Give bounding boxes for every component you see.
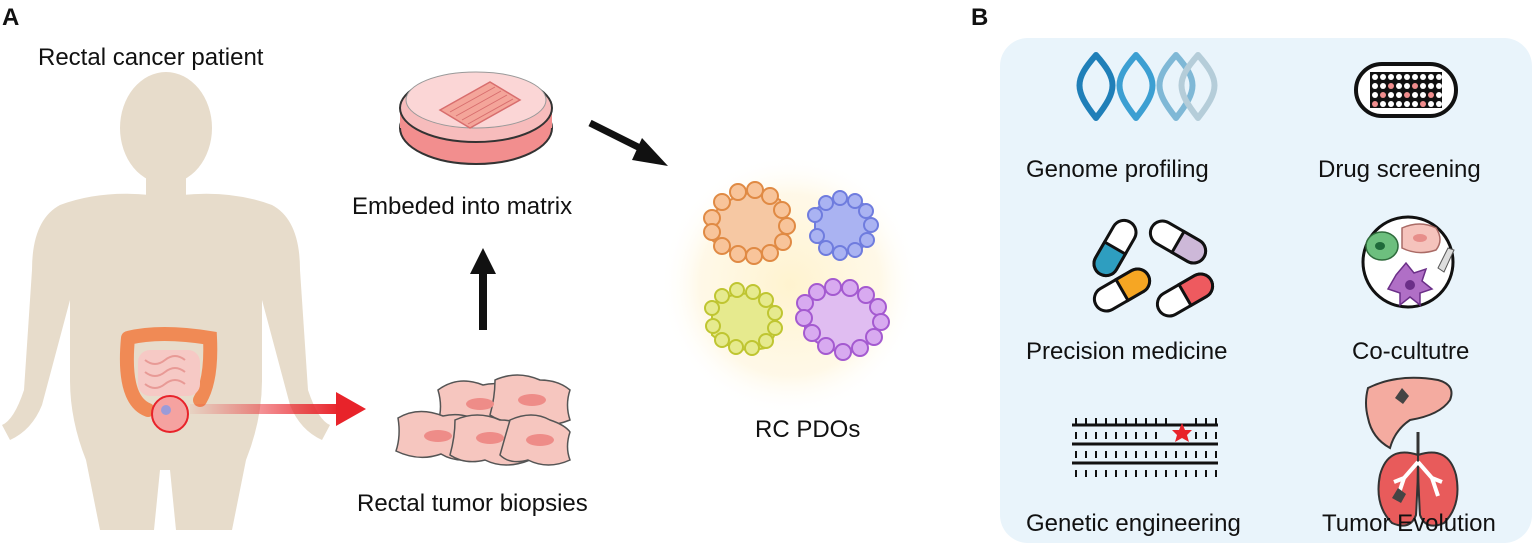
petri-dish-icon xyxy=(399,71,553,165)
tumor-cells-icon xyxy=(395,374,571,466)
coculture-label: Co-cultutre xyxy=(1352,338,1470,365)
organoid-glow xyxy=(660,155,920,415)
red-arrow-icon xyxy=(190,392,366,426)
well-plate-icon xyxy=(1354,62,1458,118)
pdo-label: RC PDOs xyxy=(755,416,861,443)
precision-medicine-label: Precision medicine xyxy=(1026,338,1228,365)
genetic-engineering-label: Genetic engineering xyxy=(1026,510,1241,537)
diagonal-arrow-icon xyxy=(588,119,668,166)
coculture-icon xyxy=(1361,215,1455,309)
biopsy-label: Rectal tumor biopsies xyxy=(357,490,588,517)
dna-edit-icon xyxy=(1072,418,1218,477)
human-silhouette-icon xyxy=(2,72,330,530)
organoid-blue-icon xyxy=(807,190,879,261)
up-arrow-icon xyxy=(470,248,496,330)
organoid-purple-icon xyxy=(795,278,890,361)
drug-screening-label: Drug screening xyxy=(1318,156,1481,183)
colon-icon xyxy=(119,327,218,433)
panel-b-letter: B xyxy=(971,4,989,31)
patient-label: Rectal cancer patient xyxy=(38,44,264,71)
pills-icon xyxy=(1092,218,1215,318)
genome-profiling-label: Genome profiling xyxy=(1026,156,1209,183)
organoid-yellow-icon xyxy=(704,282,783,356)
panel-a-letter: A xyxy=(2,4,20,31)
dna-icon xyxy=(1076,52,1218,121)
liver-lungs-icon xyxy=(1365,376,1459,527)
tumor-evolution-label: Tumor Evolution xyxy=(1322,510,1496,537)
organoid-orange-icon xyxy=(703,181,796,265)
matrix-label: Embeded into matrix xyxy=(352,193,573,220)
